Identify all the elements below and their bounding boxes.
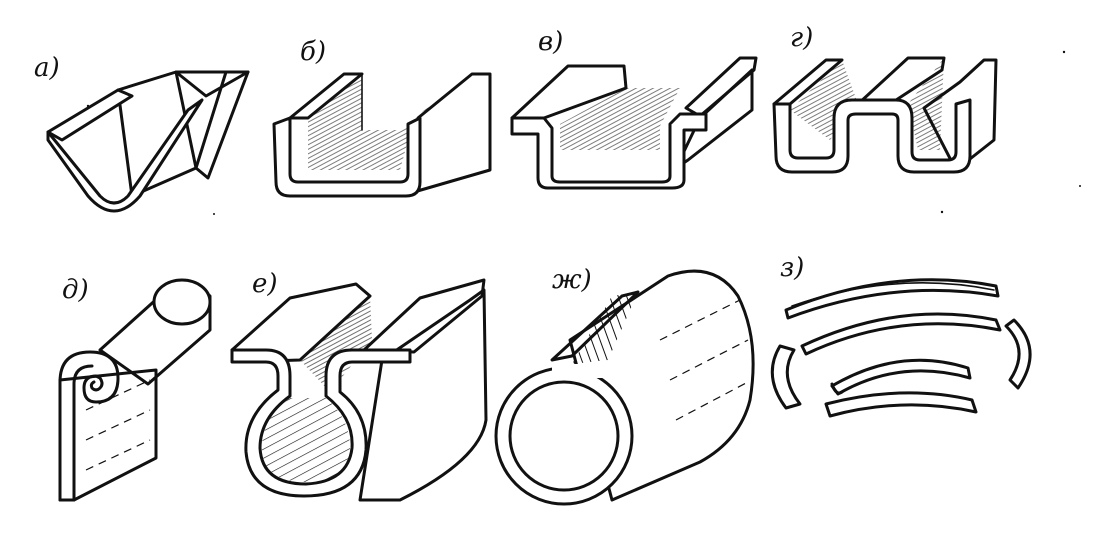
label-b: б) [300,37,326,67]
profile-b-u-channel: б) [272,37,492,198]
profile-e-keyhole-section: е) [230,269,488,502]
label-zh: ж) [552,265,592,295]
profile-d-curled-edge: д) [58,275,212,502]
label-g: г) [790,23,813,53]
label-a: а) [34,53,60,83]
label-d: д) [62,275,89,305]
label-v: в) [538,27,563,57]
profile-a-v-bend: а) [34,53,250,213]
scan-specks [86,50,1081,215]
profile-z-curved-strips: з) [770,253,1032,418]
label-e: е) [252,269,278,299]
label-z: з) [780,253,804,283]
profile-v-hat-section: в) [510,27,758,190]
profile-g-omega-section: г) [772,23,998,174]
profile-zh-split-tube: ж) [494,265,755,506]
